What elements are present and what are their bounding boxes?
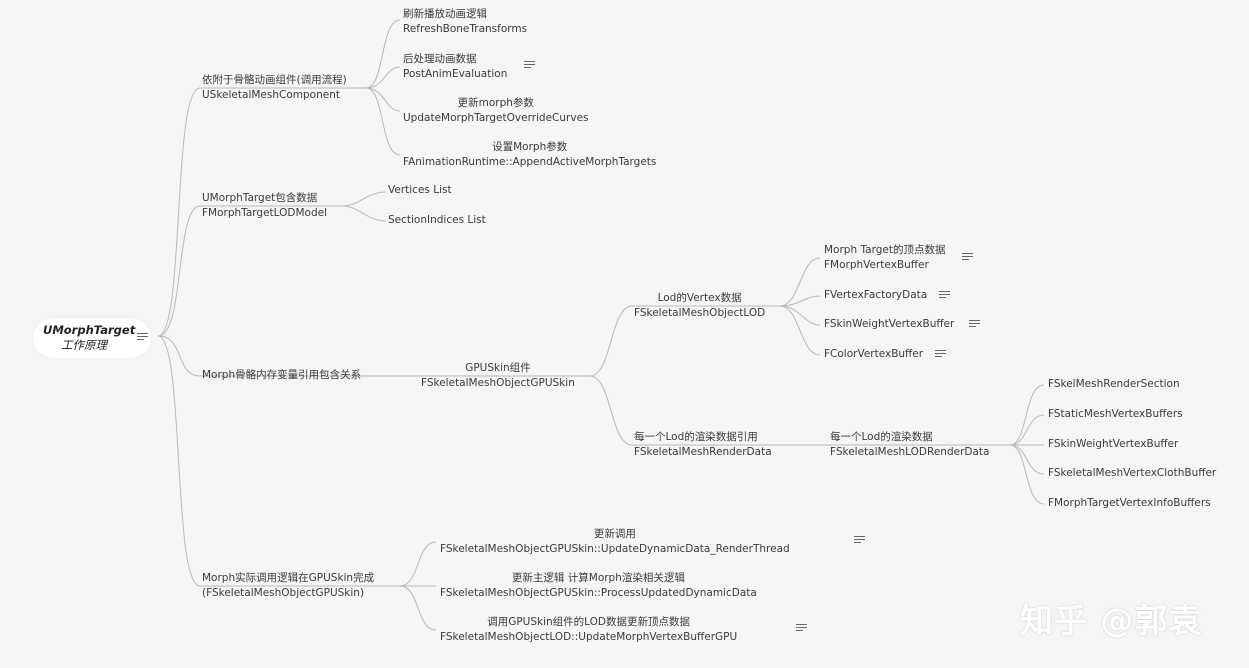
node-vertex-cloth-buffer[interactable]: FSkeletalMeshVertexClothBuffer [1048,466,1216,481]
notes-icon[interactable] [796,624,807,633]
branch-label: 依附于骨骼动画组件(调用流程) [202,74,347,86]
branch-memory-reference[interactable]: Morph骨骼内存变量引用包含关系 [202,368,361,383]
branch-label: Morph骨骼内存变量引用包含关系 [202,369,362,381]
node-class: FMorphVertexBuffer [824,259,929,271]
node-label: FVertexFactoryData [824,289,928,301]
node-function: FSkeletalMeshObjectGPUSkin::ProcessUpdat… [440,587,757,599]
node-label: Lod的Vertex数据 [657,292,742,304]
node-section-indices-list[interactable]: SectionIndices List [388,213,486,228]
node-label: 每一个Lod的渲染数据 [830,431,933,443]
root-subtitle: 工作原理 [61,338,107,352]
root-title: UMorphTarget [43,323,136,337]
branch-gpuskin-call-logic[interactable]: Morph实际调用逻辑在GPUSkin完成 (FSkeletalMeshObje… [202,571,374,601]
node-skeletal-mesh-render-data[interactable]: 每一个Lod的渲染数据引用 FSkeletalMeshRenderData [634,430,772,460]
node-update-morph-target-override-curves[interactable]: 更新morph参数 UpdateMorphTargetOverrideCurve… [403,96,589,126]
node-label: FSkinWeightVertexBuffer [1048,438,1179,450]
node-process-updated-dynamic-data[interactable]: 更新主逻辑 计算Morph渲染相关逻辑 FSkeletalMeshObjectG… [440,571,757,601]
node-skeletal-mesh-lod-render-data[interactable]: 每一个Lod的渲染数据 FSkeletalMeshLODRenderData [830,430,989,460]
node-post-anim-evaluation[interactable]: 后处理动画数据 PostAnimEvaluation [403,52,507,82]
node-function: UpdateMorphTargetOverrideCurves [403,112,589,124]
notes-icon[interactable] [524,61,535,70]
node-label: 每一个Lod的渲染数据引用 [634,431,758,443]
node-append-active-morph-targets[interactable]: 设置Morph参数 FAnimationRuntime::AppendActiv… [403,140,656,170]
node-color-vertex-buffer[interactable]: FColorVertexBuffer [824,347,923,362]
node-skel-mesh-render-section[interactable]: FSkelMeshRenderSection [1048,377,1180,392]
branch-class: USkeletalMeshComponent [202,89,340,101]
node-function: FSkeletalMeshObjectLOD::UpdateMorphVerte… [440,631,738,643]
node-class: FSkeletalMeshRenderData [634,446,772,458]
node-morph-target-vertex-info-buffers[interactable]: FMorphTargetVertexInfoBuffers [1048,496,1211,511]
node-skeletal-mesh-object-lod[interactable]: Lod的Vertex数据 FSkeletalMeshObjectLOD [634,291,765,321]
node-class: FSkeletalMeshObjectLOD [634,307,766,319]
branch-morph-target-lod-model[interactable]: UMorphTarget包含数据 FMorphTargetLODModel [202,191,327,221]
root-node[interactable]: UMorphTarget 工作原理 [33,318,151,358]
branch-skeletal-mesh-component[interactable]: 依附于骨骼动画组件(调用流程) USkeletalMeshComponent [202,73,347,103]
node-label: 后处理动画数据 [403,53,477,65]
node-function: PostAnimEvaluation [403,68,508,80]
node-vertices-list[interactable]: Vertices List [388,183,452,198]
node-vertex-factory-data[interactable]: FVertexFactoryData [824,288,927,303]
branch-label: Morph实际调用逻辑在GPUSkin完成 [202,572,375,584]
node-label: Morph Target的顶点数据 [824,244,946,256]
node-class: FSkeletalMeshLODRenderData [830,446,990,458]
node-label: 刷新播放动画逻辑 [403,8,487,20]
node-static-mesh-vertex-buffers[interactable]: FStaticMeshVertexBuffers [1048,407,1183,422]
node-skin-weight-vertex-buffer[interactable]: FSkinWeightVertexBuffer [824,317,954,332]
branch-label: UMorphTarget包含数据 [202,192,318,204]
notes-icon[interactable] [854,536,865,545]
node-label: 更新调用 [593,528,636,540]
node-label: FStaticMeshVertexBuffers [1048,408,1183,420]
node-label: Vertices List [388,184,452,196]
notes-icon[interactable] [935,350,946,359]
node-label: FSkelMeshRenderSection [1048,378,1180,390]
notes-icon[interactable] [969,320,980,329]
branch-class: FMorphTargetLODModel [202,207,327,219]
node-skin-weight-vertex-buffer-lod[interactable]: FSkinWeightVertexBuffer [1048,437,1178,452]
node-function: FSkeletalMeshObjectGPUSkin::UpdateDynami… [440,543,790,555]
node-label: 更新morph参数 [457,97,534,109]
notes-icon[interactable] [939,291,950,300]
node-function: FAnimationRuntime::AppendActiveMorphTarg… [403,156,657,168]
node-label: GPUSkin组件 [465,362,531,374]
node-refresh-bone-transforms[interactable]: 刷新播放动画逻辑 RefreshBoneTransforms [403,7,527,37]
node-label: FSkinWeightVertexBuffer [824,318,955,330]
node-update-morph-vertex-buffer-gpu[interactable]: 调用GPUSkin组件的LOD数据更新顶点数据 FSkeletalMeshObj… [440,615,737,645]
node-update-dynamic-data-render-thread[interactable]: 更新调用 FSkeletalMeshObjectGPUSkin::UpdateD… [440,527,790,557]
node-label: 设置Morph参数 [492,141,568,153]
node-morph-vertex-buffer[interactable]: Morph Target的顶点数据 FMorphVertexBuffer [824,243,945,273]
node-function: RefreshBoneTransforms [403,23,528,35]
branch-class: (FSkeletalMeshObjectGPUSkin) [202,587,365,599]
node-label: FMorphTargetVertexInfoBuffers [1048,497,1211,509]
node-label: SectionIndices List [388,214,486,226]
node-label: FSkeletalMeshVertexClothBuffer [1048,467,1217,479]
node-label: 调用GPUSkin组件的LOD数据更新顶点数据 [487,616,690,628]
node-label: FColorVertexBuffer [824,348,924,360]
node-gpuskin-object[interactable]: GPUSkin组件 FSkeletalMeshObjectGPUSkin [421,361,575,391]
notes-icon[interactable] [137,333,148,342]
node-class: FSkeletalMeshObjectGPUSkin [421,377,575,389]
watermark: 知乎 @郭袁 [1020,601,1203,640]
notes-icon[interactable] [962,253,973,262]
node-label: 更新主逻辑 计算Morph渲染相关逻辑 [511,572,685,584]
